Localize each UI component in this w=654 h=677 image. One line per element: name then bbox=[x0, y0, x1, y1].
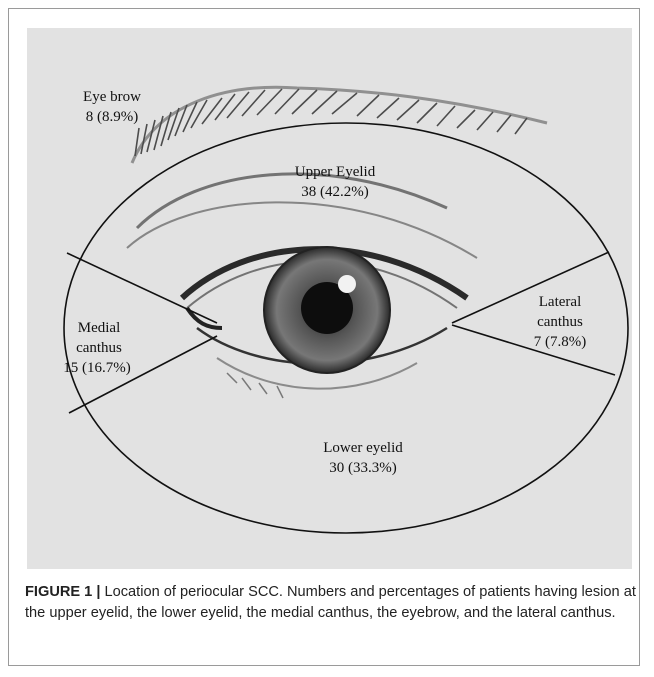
lower-eyelid-label: Lower eyelid bbox=[323, 440, 403, 456]
upper-eyelid-value: 38 (42.2%) bbox=[301, 184, 369, 200]
lower-eyelid-value: 30 (33.3%) bbox=[329, 460, 397, 476]
figure-caption-label: FIGURE 1 | bbox=[25, 584, 100, 600]
lateral-canthus-label: Lateral bbox=[539, 294, 581, 310]
lateral-canthus-label-2: canthus bbox=[537, 314, 583, 330]
figure-caption-text: Location of periocular SCC. Numbers and … bbox=[25, 584, 636, 621]
eye-drawing: Eye brow 8 (8.9%) Upper Eyelid 38 (42.2%… bbox=[27, 28, 632, 569]
eyebrow-label: Eye brow bbox=[83, 89, 141, 105]
lateral-upper-divider bbox=[452, 252, 609, 323]
medial-canthus-value: 15 (16.7%) bbox=[63, 360, 131, 376]
medial-canthus-label-2: canthus bbox=[76, 340, 122, 356]
figure-caption: FIGURE 1 | Location of periocular SCC. N… bbox=[25, 582, 637, 624]
eye-highlight bbox=[338, 275, 356, 293]
upper-eyelid-label: Upper Eyelid bbox=[295, 164, 376, 180]
eyebrow-sketch bbox=[132, 87, 547, 163]
lateral-lower-divider bbox=[452, 325, 615, 375]
eyebrow-value: 8 (8.9%) bbox=[86, 109, 139, 125]
lateral-canthus-value: 7 (7.8%) bbox=[534, 334, 587, 350]
eye-diagram: Eye brow 8 (8.9%) Upper Eyelid 38 (42.2%… bbox=[27, 28, 632, 569]
medial-canthus-label: Medial bbox=[78, 320, 121, 336]
